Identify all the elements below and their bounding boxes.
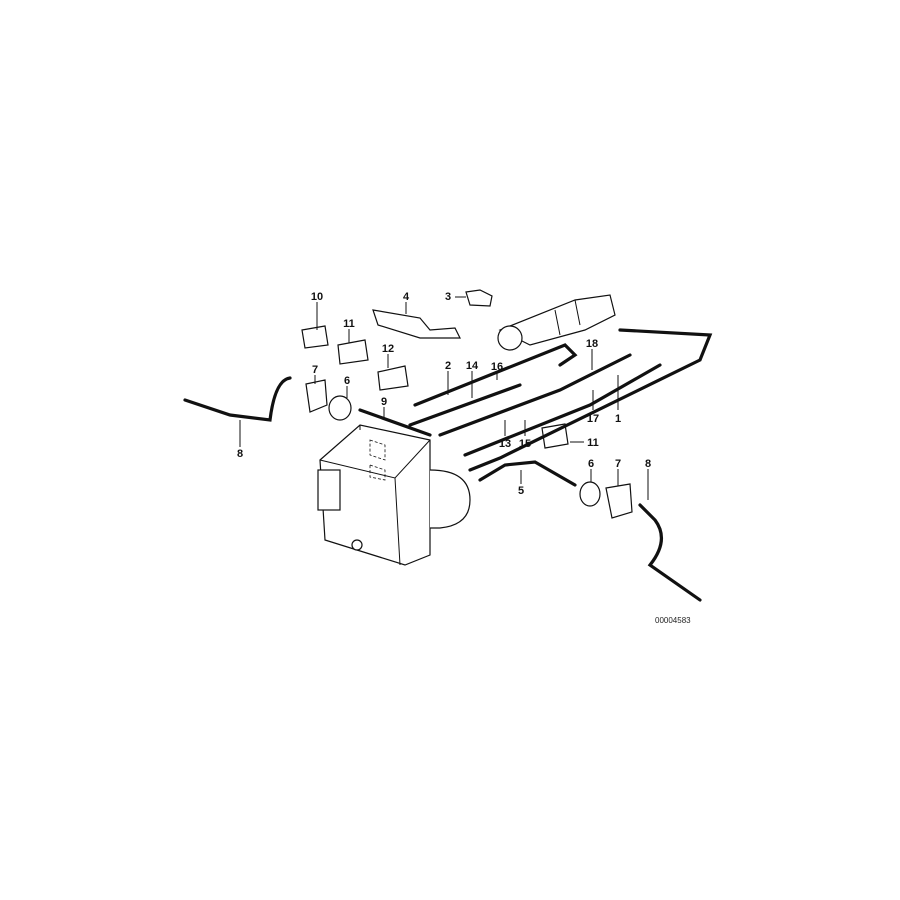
callout-8: 8 [237,448,243,460]
callout-18: 18 [586,338,598,350]
master-cylinder [497,294,616,351]
callout-1: 1 [615,413,621,425]
diagram-id: 00004583 [655,616,691,625]
callout-6: 6 [344,375,350,387]
callout-7b: 7 [615,458,621,470]
callout-16: 16 [491,361,503,373]
callout-11: 11 [343,318,355,330]
callout-11b: 11 [587,437,599,449]
callout-8b: 8 [645,458,651,470]
callout-10: 10 [311,291,323,303]
brake-lines [183,328,713,602]
callout-2: 2 [445,360,451,372]
callout-14: 14 [466,360,479,372]
callout-17: 17 [587,413,599,425]
abs-hydraulic-unit [317,424,471,566]
callout-5: 5 [518,485,524,497]
callout-3: 3 [445,291,451,303]
callout-6b: 6 [588,458,594,470]
callout-labels: 10 11 12 4 3 7 6 9 2 14 16 18 17 1 13 15… [237,291,651,497]
callout-9: 9 [381,396,387,408]
callout-12: 12 [382,343,394,355]
callout-7: 7 [312,364,318,376]
leader-lines [239,296,649,500]
callout-15: 15 [519,438,531,450]
callout-4: 4 [403,291,410,303]
clips [301,289,633,519]
callout-13: 13 [499,438,511,450]
